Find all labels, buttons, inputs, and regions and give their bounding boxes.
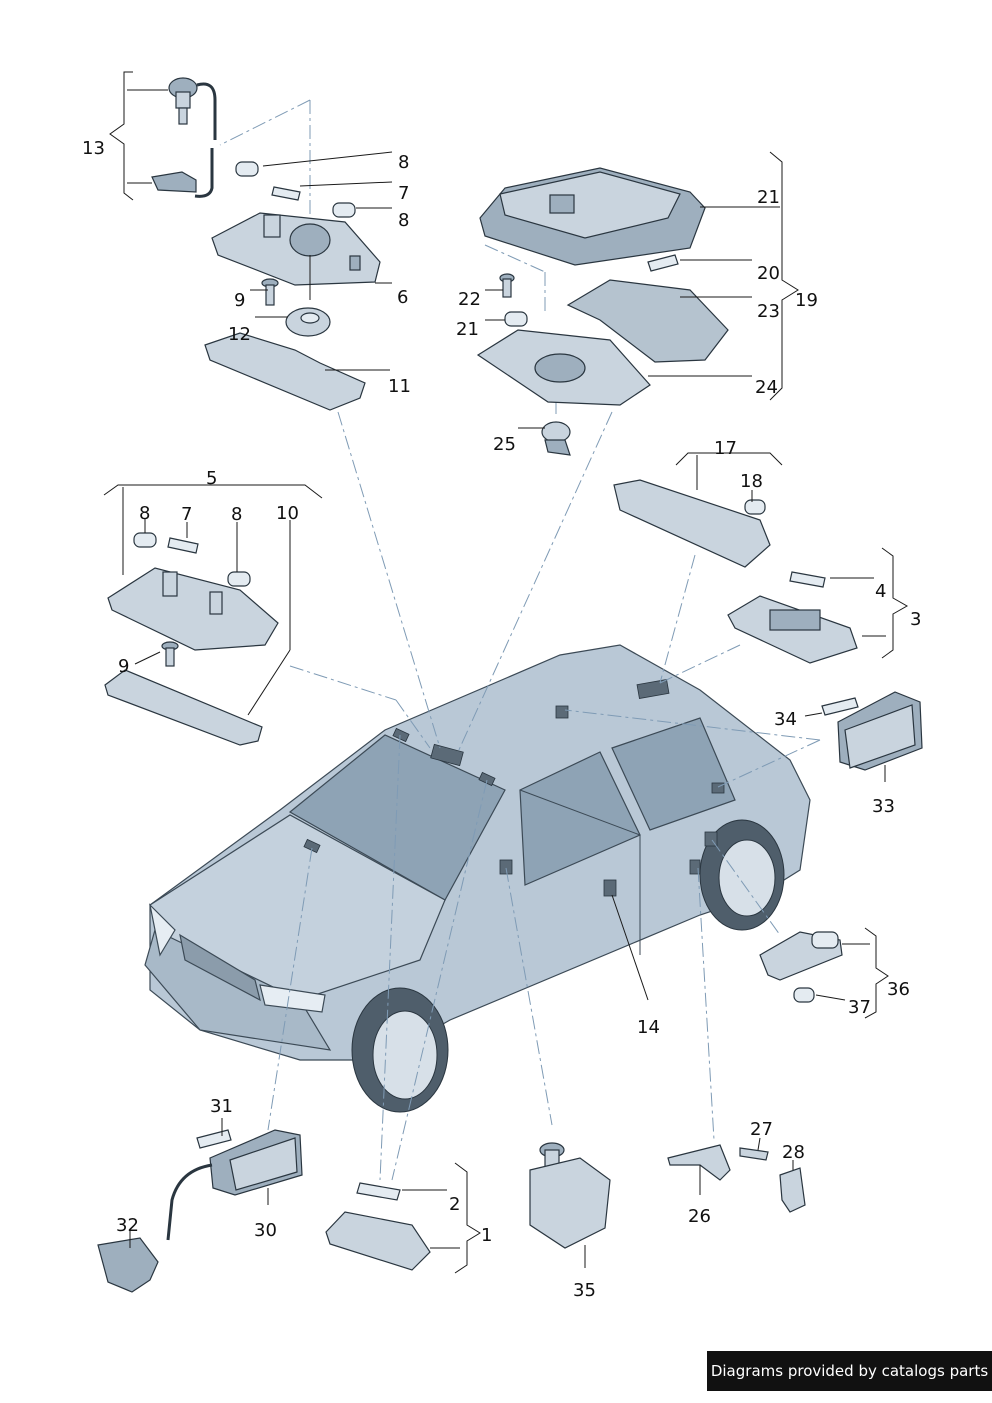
interior-light-housing-6	[211, 212, 381, 286]
callout-13: 13	[82, 138, 105, 159]
callout-32: 32	[116, 1215, 139, 1236]
callout-21: 21	[757, 187, 780, 208]
screw-9-top	[261, 278, 279, 306]
bulb-18	[744, 499, 766, 515]
callout-9: 9	[118, 656, 129, 677]
car-light-markers	[303, 679, 725, 897]
callout-18: 18	[740, 471, 763, 492]
lamp-3	[727, 595, 858, 664]
bulb-8-mid-a	[133, 532, 157, 548]
sensor-assembly-13	[151, 77, 217, 198]
bulb-37	[793, 987, 815, 1003]
bulb-7-mid	[167, 537, 199, 554]
screw-22	[499, 273, 515, 298]
callout-labels: 13 8 7 8 9 6 12 11 5 8 7 8 10 9 21 20 22…	[82, 138, 921, 1301]
callout-33: 33	[872, 796, 895, 817]
callout-2: 2	[449, 1194, 460, 1215]
bulb-8-mid-b	[227, 571, 251, 587]
trim-24	[476, 329, 651, 406]
callout-37: 37	[848, 997, 871, 1018]
callout-21: 21	[456, 319, 479, 340]
interior-light-assembly-5	[107, 567, 279, 651]
lamp-1	[325, 1211, 431, 1271]
screw-9-mid	[161, 641, 179, 667]
connector-25	[541, 421, 571, 456]
callout-20: 20	[757, 263, 780, 284]
callout-25: 25	[493, 434, 516, 455]
switch-26	[667, 1144, 731, 1181]
switch-12	[285, 307, 331, 337]
insert-23	[566, 279, 729, 363]
callout-36: 36	[887, 979, 910, 1000]
callout-3: 3	[910, 609, 921, 630]
bulb-21-lower	[504, 311, 528, 327]
lamp-30	[209, 1129, 303, 1196]
bulb-8-top-a	[235, 161, 259, 177]
lens-10	[104, 669, 263, 746]
callout-6: 6	[397, 287, 408, 308]
lens-11	[204, 332, 366, 411]
credit-text: Diagrams provided by catalogs parts	[710, 1362, 989, 1380]
callout-11: 11	[388, 376, 411, 397]
bulb-4	[789, 571, 826, 588]
reference-lines	[219, 99, 821, 1181]
callout-24: 24	[755, 377, 778, 398]
callout-4: 4	[875, 581, 886, 602]
callout-26: 26	[688, 1206, 711, 1227]
callout-23: 23	[757, 301, 780, 322]
sensor-35	[529, 1142, 611, 1249]
bulb-8-top-b	[332, 202, 356, 218]
bulb-2	[356, 1182, 401, 1201]
bulb-20	[647, 254, 679, 272]
credit-badge: Diagrams provided by catalogs parts	[707, 1351, 992, 1391]
callout-35: 35	[573, 1280, 596, 1301]
callout-5: 5	[206, 468, 217, 489]
light-17	[613, 479, 771, 568]
callout-8: 8	[139, 503, 150, 524]
callout-7: 7	[181, 504, 192, 525]
callout-1: 1	[481, 1225, 492, 1246]
callout-8: 8	[398, 210, 409, 231]
callout-12: 12	[228, 324, 251, 345]
wire-harness-32	[97, 1163, 213, 1293]
callout-9: 9	[234, 290, 245, 311]
callout-8: 8	[231, 504, 242, 525]
callout-28: 28	[782, 1142, 805, 1163]
leader-lines	[103, 71, 909, 1274]
callout-19: 19	[795, 290, 818, 311]
car-body	[144, 644, 811, 1113]
switch-28	[779, 1167, 806, 1213]
callout-22: 22	[458, 289, 481, 310]
callout-27: 27	[750, 1119, 773, 1140]
lamp-36	[759, 931, 843, 981]
bulb-7-top	[271, 186, 301, 201]
roof-console-21	[479, 167, 706, 266]
callout-30: 30	[254, 1220, 277, 1241]
callout-7: 7	[398, 183, 409, 204]
screw-27	[739, 1147, 769, 1161]
callout-17: 17	[714, 438, 737, 459]
callout-34: 34	[774, 709, 797, 730]
callout-8: 8	[398, 152, 409, 173]
callout-10: 10	[276, 503, 299, 524]
callout-14: 14	[637, 1017, 660, 1038]
lamp-33	[837, 691, 923, 771]
bulb-34	[821, 697, 859, 716]
callout-31: 31	[210, 1096, 233, 1117]
bulb-31	[196, 1129, 232, 1149]
